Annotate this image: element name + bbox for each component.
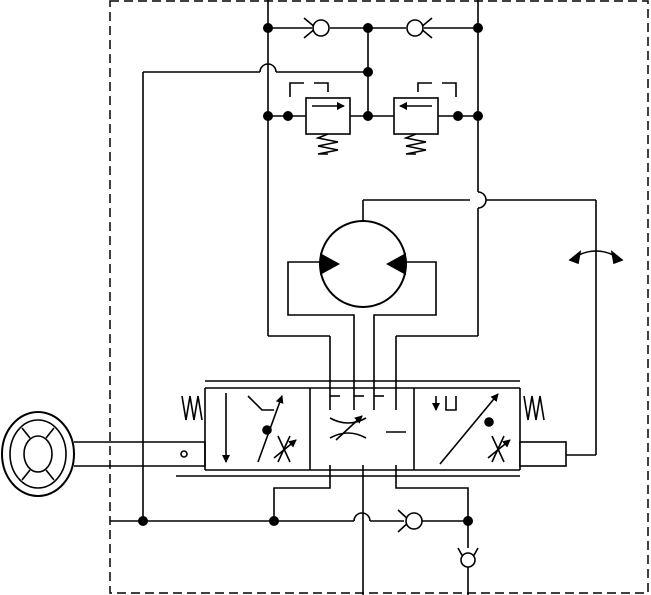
steering-wheel [1,411,206,497]
connection-lines [110,0,597,595]
relief-valve-right [393,82,457,155]
check-valve-bottom [397,509,423,533]
check-valve-top-left [303,17,330,39]
relief-valve-left [289,82,351,155]
hydraulic-motor [319,220,407,308]
check-valve-top-right [406,17,433,39]
rotary-control-valve [176,380,567,477]
check-valve-vertical [457,547,479,568]
rotation-indicator [568,250,624,265]
boundary-box [109,0,649,594]
junction-dots [138,23,483,526]
